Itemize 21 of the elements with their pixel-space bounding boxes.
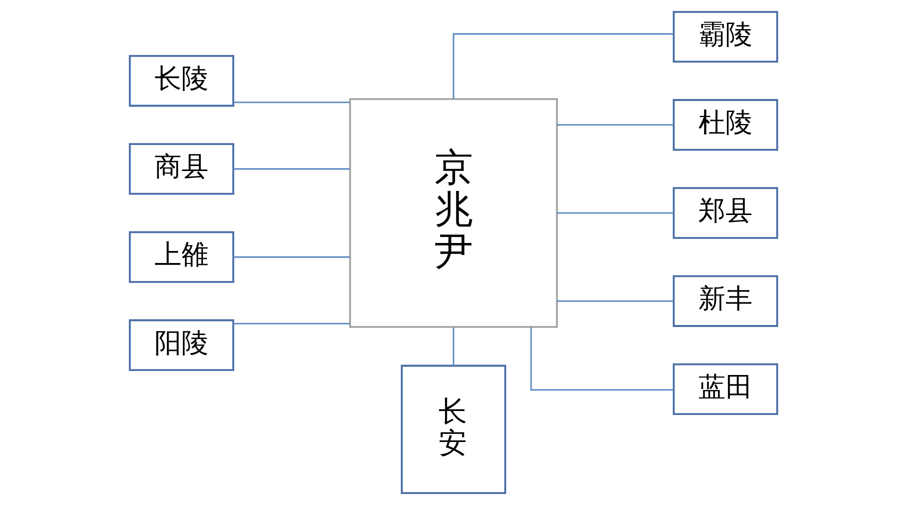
connector [232, 256, 350, 258]
connector [232, 168, 350, 170]
node-box: 京兆尹 [348, 98, 558, 328]
node-box: 郑县 [672, 187, 778, 239]
connector [556, 124, 673, 126]
connector [452, 327, 454, 366]
node-box: 新丰 [672, 275, 778, 327]
node-box: 阳陵 [128, 319, 234, 371]
connector [556, 300, 673, 302]
node-box: 上雒 [128, 231, 234, 283]
connector [232, 102, 350, 104]
node-box: 商县 [128, 143, 234, 195]
connector [556, 212, 673, 214]
node-box: 长陵 [128, 55, 234, 107]
connector [530, 327, 674, 391]
node-box: 杜陵 [672, 99, 778, 151]
connector [452, 33, 674, 99]
node-box: 长安 [400, 364, 506, 494]
node-box: 霸陵 [672, 10, 778, 63]
connector [232, 322, 350, 324]
node-box: 蓝田 [672, 363, 778, 416]
